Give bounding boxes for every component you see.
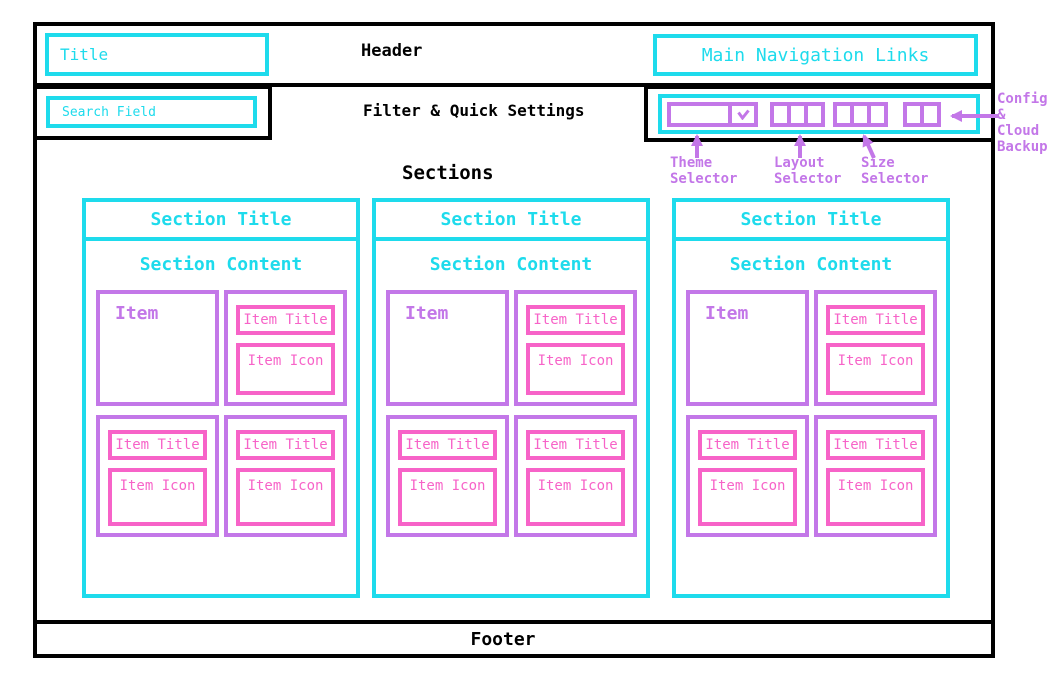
search-input[interactable]: Search Field bbox=[46, 96, 257, 128]
config-cloud-backup-annotation: Config & Cloud Backup bbox=[997, 91, 1048, 155]
item-card[interactable]: Item Title Item Icon bbox=[814, 290, 937, 406]
item-title-box: Item Title bbox=[108, 430, 207, 460]
section-content-label: Section Content bbox=[429, 254, 593, 275]
layout-selector bbox=[770, 102, 825, 127]
item-card[interactable]: Item Title Item Icon bbox=[514, 415, 637, 537]
main-navigation-label: Main Navigation Links bbox=[701, 44, 930, 66]
item-card[interactable]: Item Title Item Icon bbox=[514, 290, 637, 406]
item-card[interactable]: Item Title Item Icon bbox=[224, 290, 347, 406]
item-card[interactable]: Item bbox=[96, 290, 219, 406]
item-icon-box: Item Icon bbox=[526, 343, 625, 395]
section-box: Section Title Section Content Item Item … bbox=[82, 198, 360, 598]
size-selector-annotation: Size Selector bbox=[861, 155, 929, 187]
section-title: Section Title bbox=[676, 202, 946, 241]
item-icon-box: Item Icon bbox=[398, 468, 497, 526]
item-icon-box: Item Icon bbox=[826, 343, 925, 395]
config-cloud-backup-buttons bbox=[903, 102, 941, 127]
sections-region-label: Sections bbox=[402, 162, 494, 184]
item-icon-box: Item Icon bbox=[826, 468, 925, 526]
section-box: Section Title Section Content Item Item … bbox=[672, 198, 950, 598]
section-box: Section Title Section Content Item Item … bbox=[372, 198, 650, 598]
dropdown-toggle[interactable] bbox=[728, 106, 754, 123]
item-card[interactable]: Item Title Item Icon bbox=[686, 415, 809, 537]
item-icon-box: Item Icon bbox=[236, 343, 335, 395]
main-navigation-box[interactable]: Main Navigation Links bbox=[653, 34, 978, 76]
checkmark-icon bbox=[736, 109, 750, 120]
footer-label: Footer bbox=[470, 628, 536, 650]
item-label: Item bbox=[115, 303, 159, 324]
item-label: Item bbox=[705, 303, 749, 324]
theme-selector-dropdown[interactable] bbox=[667, 102, 758, 127]
item-title-box: Item Title bbox=[398, 430, 497, 460]
item-card[interactable]: Item bbox=[686, 290, 809, 406]
section-content-label: Section Content bbox=[729, 254, 893, 275]
layout-option-button[interactable] bbox=[804, 102, 825, 127]
header-region-label: Header bbox=[361, 41, 423, 61]
search-region-box bbox=[33, 85, 272, 140]
item-title-box: Item Title bbox=[526, 430, 625, 460]
item-title-box: Item Title bbox=[826, 430, 925, 460]
item-card[interactable]: Item bbox=[386, 290, 509, 406]
section-title: Section Title bbox=[376, 202, 646, 241]
item-icon-box: Item Icon bbox=[236, 468, 335, 526]
theme-selector-annotation: Theme Selector bbox=[670, 155, 738, 187]
item-label: Item bbox=[405, 303, 449, 324]
site-title-label: Title bbox=[60, 45, 109, 64]
search-field-label: Search Field bbox=[62, 104, 156, 120]
item-title-box: Item Title bbox=[826, 305, 925, 335]
item-card[interactable]: Item Title Item Icon bbox=[814, 415, 937, 537]
section-content-label: Section Content bbox=[139, 254, 303, 275]
size-selector bbox=[833, 102, 888, 127]
item-title-box: Item Title bbox=[236, 305, 335, 335]
filter-region-label: Filter & Quick Settings bbox=[363, 101, 585, 120]
cloud-backup-button[interactable] bbox=[920, 102, 941, 127]
item-title-box: Item Title bbox=[698, 430, 797, 460]
item-card[interactable]: Item Title Item Icon bbox=[386, 415, 509, 537]
layout-selector-annotation: Layout Selector bbox=[774, 155, 842, 187]
size-option-button[interactable] bbox=[867, 102, 888, 127]
site-title-box: Title bbox=[45, 33, 269, 76]
item-card[interactable]: Item Title Item Icon bbox=[96, 415, 219, 537]
footer-box: Footer bbox=[33, 620, 995, 658]
item-title-box: Item Title bbox=[526, 305, 625, 335]
item-icon-box: Item Icon bbox=[108, 468, 207, 526]
item-icon-box: Item Icon bbox=[698, 468, 797, 526]
item-icon-box: Item Icon bbox=[526, 468, 625, 526]
theme-dropdown-value bbox=[671, 106, 728, 123]
item-title-box: Item Title bbox=[236, 430, 335, 460]
header-divider bbox=[33, 83, 995, 87]
item-card[interactable]: Item Title Item Icon bbox=[224, 415, 347, 537]
section-title: Section Title bbox=[86, 202, 356, 241]
